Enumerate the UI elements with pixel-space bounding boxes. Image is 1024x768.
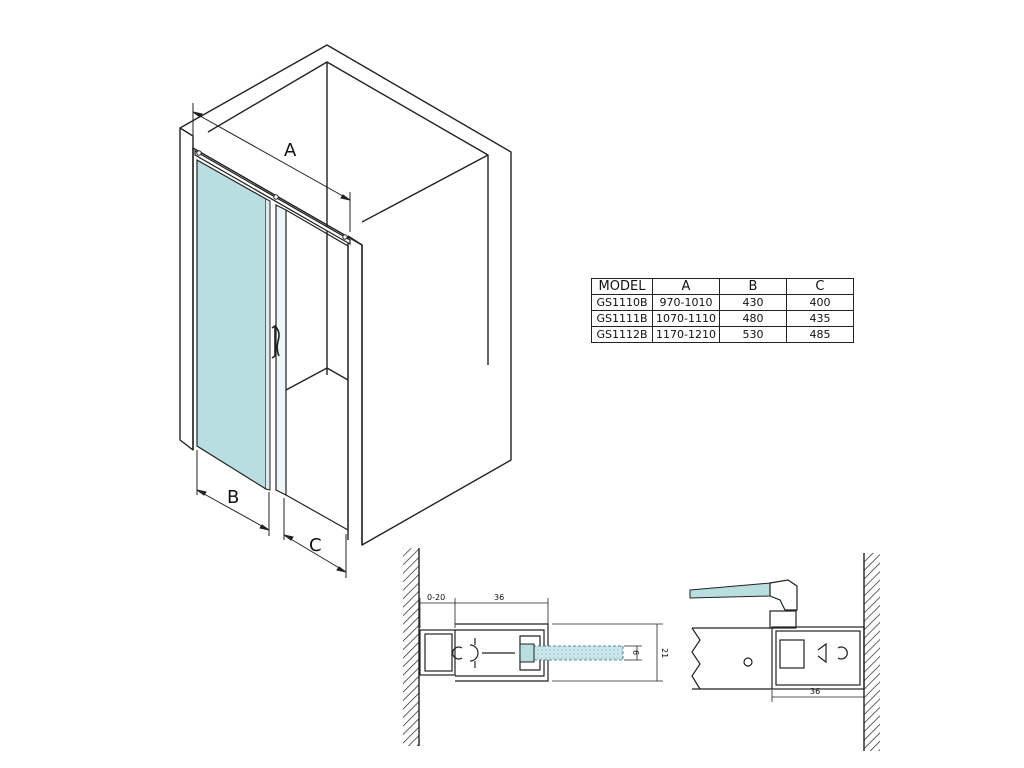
dimension-label-a: A xyxy=(284,140,297,161)
table-row: GS1111B 1070-1110 480 435 xyxy=(591,310,854,327)
profile-detail-right: 36 xyxy=(689,553,880,751)
table-header-row: MODEL A B C xyxy=(591,278,854,295)
dim-height-label: 21 xyxy=(660,648,669,658)
profile-detail-left: 0-20 36 21 6 xyxy=(403,548,669,746)
column-header-model: MODEL xyxy=(591,278,653,295)
dimension-line-b xyxy=(196,450,270,536)
wall-hatching-left xyxy=(403,548,419,746)
model-dimension-table: MODEL A B C GS1110B 970-1010 430 400 GS1… xyxy=(591,278,854,343)
cell-model: GS1110B xyxy=(591,294,653,311)
dimension-line-c xyxy=(283,498,347,578)
dim-adjustment-label: 0-20 xyxy=(427,593,445,602)
cell-b: 430 xyxy=(718,294,787,311)
cell-a: 970-1010 xyxy=(652,294,720,311)
enclosure-right-wall xyxy=(347,235,363,545)
table-row: GS1112B 1170-1210 530 485 xyxy=(591,326,854,343)
cell-c: 400 xyxy=(785,294,854,311)
top-rail xyxy=(194,149,351,246)
column-header-a: A xyxy=(652,278,720,295)
table-row: GS1110B 970-1010 430 400 xyxy=(591,294,854,311)
seal-profile xyxy=(769,579,798,611)
isometric-enclosure-view xyxy=(179,44,512,546)
cell-c: 435 xyxy=(785,310,854,327)
cell-b: 480 xyxy=(718,310,787,327)
wall-profile-right xyxy=(771,626,865,690)
enclosure-left-wall xyxy=(179,127,194,150)
dimension-label-b: B xyxy=(227,487,239,508)
wall-hatching-right xyxy=(864,553,880,751)
cell-b: 530 xyxy=(718,326,787,343)
glass-pane-right-top xyxy=(689,582,771,599)
cell-a: 1170-1210 xyxy=(652,326,720,343)
dimension-label-c: C xyxy=(309,535,322,556)
cell-c: 485 xyxy=(785,326,854,343)
cell-model: GS1111B xyxy=(591,310,653,327)
wall-profile xyxy=(419,629,456,676)
sliding-door-panel xyxy=(275,204,349,532)
door-handle xyxy=(271,324,280,359)
column-header-c: C xyxy=(785,278,854,295)
cell-model: GS1112B xyxy=(591,326,653,343)
fixed-glass-panel xyxy=(196,158,271,491)
glass-pane-left xyxy=(522,645,624,661)
enclosure-floor xyxy=(285,367,349,391)
dim-glass-label: 6 xyxy=(631,650,640,655)
dimension-line-a xyxy=(192,103,351,232)
cell-a: 1070-1110 xyxy=(652,310,720,327)
dim-width-label-left: 36 xyxy=(494,593,504,602)
enclosure-back-wall xyxy=(207,61,489,375)
column-header-b: B xyxy=(718,278,787,295)
dim-width-label-right: 36 xyxy=(810,687,820,696)
